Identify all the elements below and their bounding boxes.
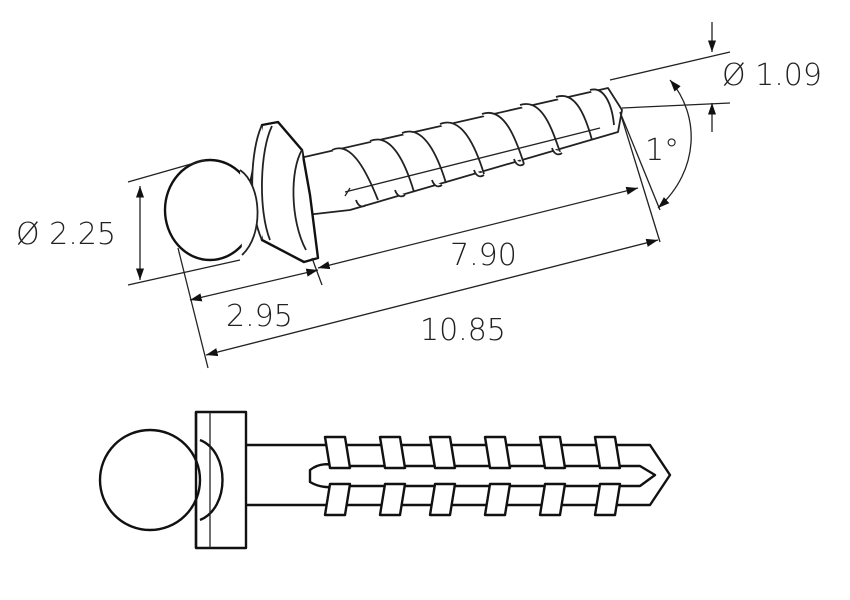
side-slot (308, 463, 657, 489)
top-threads (323, 435, 622, 470)
side-view-screw (98, 410, 672, 550)
thread-length-label: 7.90 (450, 238, 517, 273)
total-length-label: 10.85 (420, 313, 506, 348)
head-length-label: 2.95 (226, 299, 293, 334)
dimension-lines (127, 22, 731, 369)
isometric-screw (163, 87, 623, 264)
head-diameter-label: Ø 2.25 (16, 217, 116, 252)
side-ball-head (98, 428, 202, 532)
bottom-threads (323, 482, 622, 517)
dimension-labels: Ø 2.25 Ø 1.09 1° 7.90 2.95 10.85 (16, 58, 822, 348)
screw-collar (248, 120, 320, 264)
side-collar (194, 410, 248, 550)
tip-angle-label: 1° (645, 133, 679, 168)
screw-shank (299, 87, 623, 216)
shank-diameter-label: Ø 1.09 (722, 58, 822, 93)
